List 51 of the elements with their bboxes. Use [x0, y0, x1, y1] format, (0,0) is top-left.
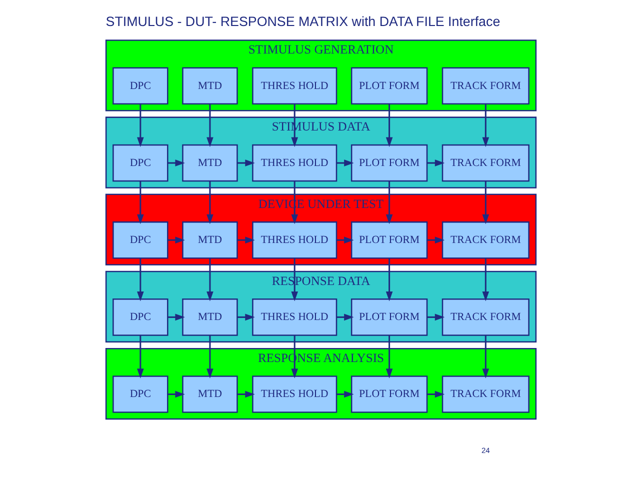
arrow	[385, 258, 392, 302]
arrow	[385, 104, 392, 148]
node-box: TRACK FORM	[441, 67, 529, 105]
node-box: TRACK FORM	[441, 376, 529, 413]
arrow	[206, 336, 213, 378]
arrow	[426, 390, 444, 398]
arrow	[136, 104, 144, 148]
node-box: THRES HOLD	[252, 67, 337, 105]
arrow	[136, 258, 144, 302]
arrow	[482, 336, 489, 378]
arrow	[482, 104, 489, 148]
node-box: DPC	[112, 67, 168, 105]
node-box: MTD	[182, 221, 238, 259]
arrow	[206, 258, 213, 302]
node-box: DPC	[112, 376, 168, 413]
node-box: PLOT FORM	[350, 376, 428, 413]
node-box: MTD	[182, 376, 238, 413]
node-box: TRACK FORM	[441, 144, 529, 182]
arrow	[236, 314, 254, 321]
node-box: THRES HOLD	[252, 298, 337, 336]
node-box: DPC	[112, 298, 168, 336]
arrow	[206, 181, 213, 224]
node-box: PLOT FORM	[350, 144, 428, 182]
diagram-title: STIMULUS - DUT- RESPONSE MATRIX with DATA FILE Interface	[105, 14, 500, 29]
node-box: PLOT FORM	[350, 67, 428, 105]
arrow	[385, 181, 392, 224]
node-box: THRES HOLD	[252, 144, 337, 182]
node-box: MTD	[182, 67, 238, 105]
arrow	[426, 160, 444, 166]
label: 24	[480, 446, 490, 456]
arrow	[426, 236, 444, 244]
node-box: TRACK FORM	[441, 221, 529, 259]
arrow	[136, 181, 144, 224]
node-box: MTD	[182, 144, 238, 182]
node-box: MTD	[182, 298, 238, 336]
node-box: THRES HOLD	[252, 221, 337, 259]
arrow	[482, 258, 489, 302]
node-box: THRES HOLD	[252, 376, 337, 413]
arrow	[136, 336, 144, 378]
node-box: PLOT FORM	[350, 221, 428, 259]
arrow	[236, 236, 254, 244]
arrow	[482, 181, 489, 224]
node-box: PLOT FORM	[350, 298, 428, 336]
arrow	[385, 336, 392, 378]
arrow	[426, 314, 444, 321]
node-box: DPC	[112, 221, 168, 259]
arrow	[236, 390, 254, 398]
node-box: DPC	[112, 144, 168, 182]
arrow	[236, 160, 254, 166]
arrow	[206, 104, 213, 148]
node-box: TRACK FORM	[441, 298, 529, 336]
